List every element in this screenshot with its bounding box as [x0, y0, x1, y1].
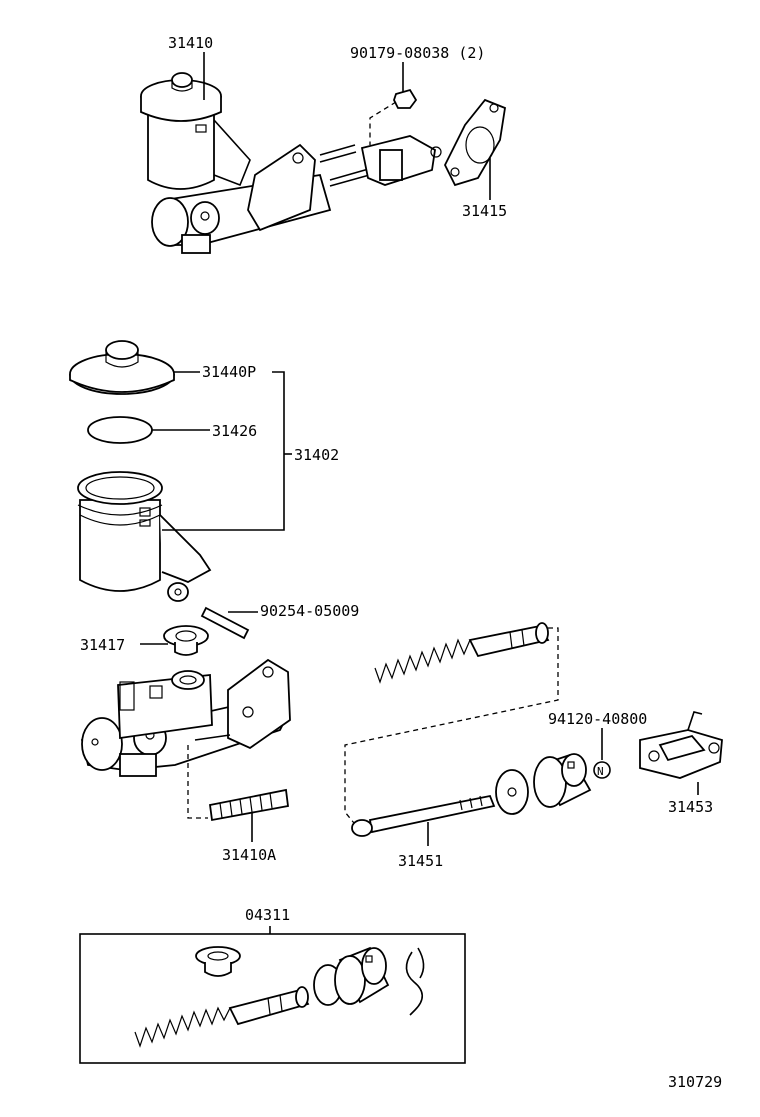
label-04311: 04311 [245, 906, 290, 924]
kit-piston [134, 986, 310, 1048]
boot [533, 753, 592, 808]
label-31415: 31415 [462, 202, 507, 220]
label-31410a: 31410A [222, 846, 276, 864]
nut-symbol-icon: N [593, 761, 611, 779]
label-31426: 31426 [212, 422, 257, 440]
label-90179-08038: 90179-08038 (2) [350, 44, 485, 62]
stud-bolt [208, 788, 289, 822]
cylinder-body [80, 658, 291, 777]
reservoir-cap [69, 340, 175, 395]
reservoir-seal [87, 416, 153, 444]
kit-grommet [195, 946, 241, 977]
pin [200, 606, 250, 640]
svg-text:N: N [597, 765, 604, 778]
label-90254-05009: 90254-05009 [260, 602, 359, 620]
reservoir-tank [77, 471, 212, 602]
label-94120-40800: 94120-40800 [548, 710, 647, 728]
washer [495, 769, 529, 815]
label-31410: 31410 [168, 34, 213, 52]
label-31402: 31402 [294, 446, 339, 464]
label-31451: 31451 [398, 852, 443, 870]
label-31453: 31453 [668, 798, 713, 816]
diagram-number: 310729 [668, 1073, 722, 1091]
grommet [163, 625, 209, 656]
label-31417: 31417 [80, 636, 125, 654]
kit-clip [405, 947, 425, 1016]
clevis [639, 711, 723, 779]
push-rod [351, 794, 496, 837]
master-cylinder-assembly [140, 72, 506, 254]
kit-cup [313, 946, 390, 1006]
repair-kit-frame [79, 933, 466, 1064]
label-31440p: 31440P [202, 363, 256, 381]
piston-spring [374, 622, 550, 684]
